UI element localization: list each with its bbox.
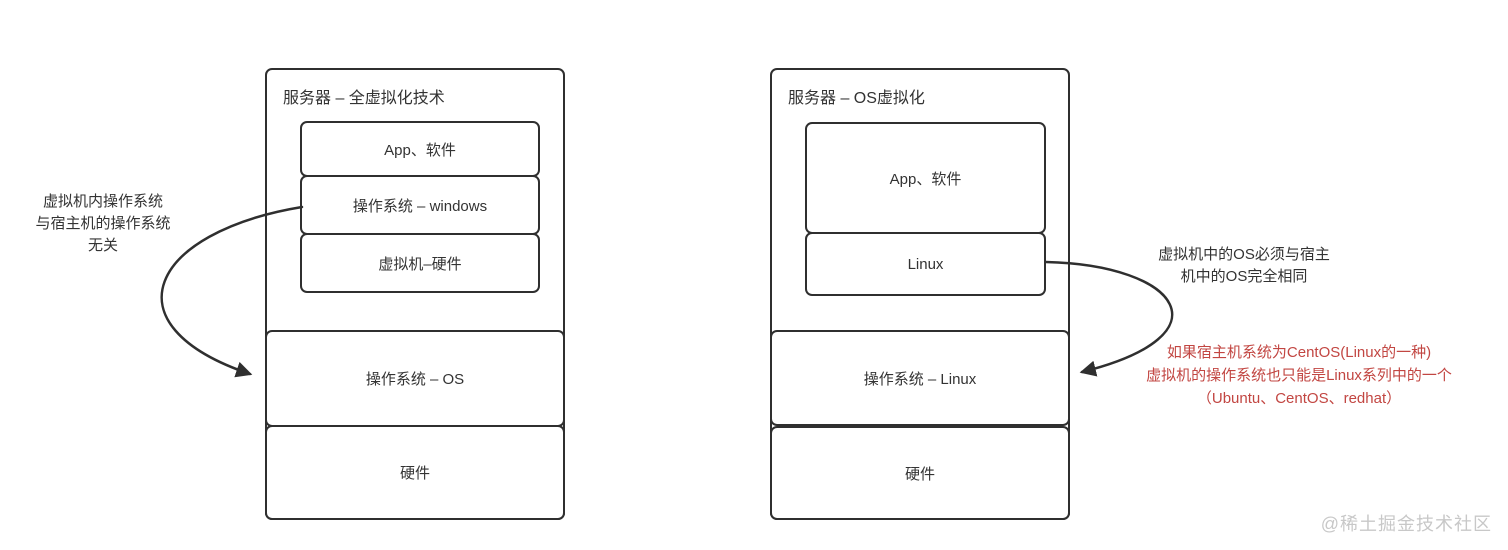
right-diagram-title: 服务器 – OS虚拟化 [788, 90, 925, 107]
right-annotation-line1: 虚拟机中的OS必须与宿主 [1158, 246, 1330, 263]
right-annotation: 虚拟机中的OS必须与宿主 机中的OS完全相同 [1134, 244, 1354, 288]
left-annotation: 虚拟机内操作系统 与宿主机的操作系统 无关 [13, 191, 193, 257]
right-host-os-box: 操作系统 – Linux [770, 330, 1070, 426]
red-warning-line3: （Ubuntu、CentOS、redhat） [1196, 390, 1402, 407]
left-vm-layer-os-windows: 操作系统 – windows [300, 175, 540, 235]
right-annotation-line2: 机中的OS完全相同 [1180, 268, 1308, 285]
left-annotation-line1: 虚拟机内操作系统 [42, 193, 163, 210]
red-warning-line1: 如果宿主机系统为CentOS(Linux的一种) [1166, 344, 1432, 361]
right-hardware-box: 硬件 [770, 426, 1070, 520]
left-diagram-title: 服务器 – 全虚拟化技术 [283, 90, 445, 107]
left-vm-layer-app: App、软件 [300, 121, 540, 177]
watermark: @稀土掘金技术社区 [1320, 514, 1492, 534]
red-warning-annotation: 如果宿主机系统为CentOS(Linux的一种) 虚拟机的操作系统也只能是Lin… [1109, 341, 1489, 410]
left-hardware-box: 硬件 [265, 425, 565, 520]
right-vm-layer-linux: Linux [805, 232, 1046, 296]
left-vm-layer-vm-hardware: 虚拟机–硬件 [300, 233, 540, 293]
red-warning-line2: 虚拟机的操作系统也只能是Linux系列中的一个 [1146, 367, 1452, 384]
left-host-os-box: 操作系统 – OS [265, 330, 565, 427]
right-vm-layer-app: App、软件 [805, 122, 1046, 234]
left-annotation-line3: 无关 [87, 237, 118, 254]
left-annotation-line2: 与宿主机的操作系统 [35, 215, 171, 232]
